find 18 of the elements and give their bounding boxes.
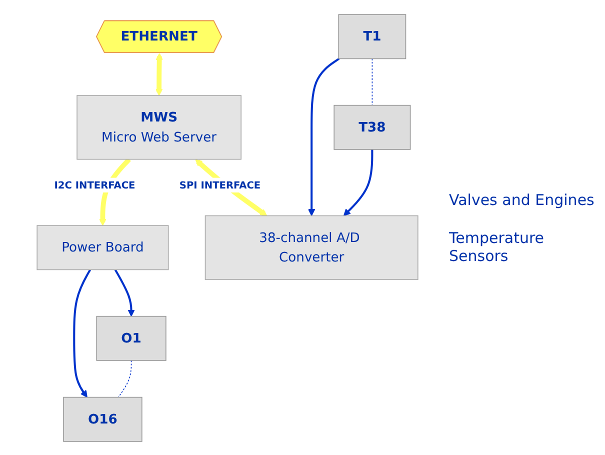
arrow bbox=[343, 148, 374, 216]
arrow bbox=[308, 57, 340, 216]
group-caption: Temperature Sensors bbox=[449, 228, 546, 264]
node-box: Power Board bbox=[36, 224, 169, 270]
node-box: T1 bbox=[338, 14, 406, 59]
arrow bbox=[114, 268, 135, 316]
node-box: 38-channel A/D Converter bbox=[204, 214, 418, 280]
node-box: O1 bbox=[96, 315, 166, 360]
arrow bbox=[155, 52, 163, 96]
connector bbox=[118, 360, 132, 398]
edge-label: I2C INTERFACE bbox=[54, 178, 136, 190]
node-box: O16 bbox=[63, 396, 142, 442]
node-box: MWS Micro Web Server bbox=[76, 94, 242, 160]
group-caption: Valves and Engines bbox=[449, 190, 596, 208]
connector bbox=[372, 58, 373, 106]
arrow bbox=[73, 268, 92, 398]
node-box: T38 bbox=[334, 104, 411, 150]
edge-label: SPI INTERFACE bbox=[179, 178, 261, 190]
